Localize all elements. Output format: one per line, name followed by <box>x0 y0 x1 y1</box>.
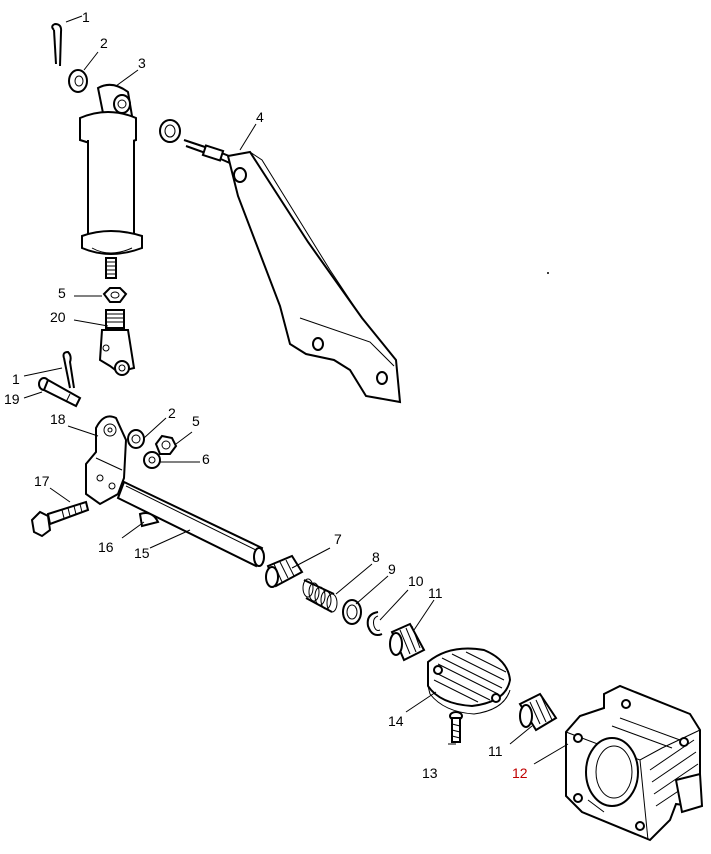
callout-label: 2 <box>168 405 176 421</box>
needle-bearing-upper <box>389 622 426 662</box>
leader-lines <box>23 15 569 765</box>
mounting-bracket <box>183 139 402 404</box>
clamp-bolt <box>30 500 90 538</box>
callout-label: 9 <box>388 561 396 577</box>
callout-label: 1 <box>82 9 90 25</box>
compression-spring <box>302 578 338 613</box>
callout-label: 19 <box>4 391 20 407</box>
callout-label: 7 <box>334 531 342 547</box>
needle-bearing-large <box>265 554 304 588</box>
cotter-pin-top <box>51 22 63 67</box>
callout-label: 10 <box>408 573 424 589</box>
washer-lower <box>127 429 145 449</box>
washer-top <box>68 69 88 93</box>
callout-labels: 1 2 3 4 5 20 1 19 18 2 5 6 17 16 15 7 8 … <box>4 9 528 781</box>
lever-arm <box>85 415 128 506</box>
hydraulic-cylinder <box>79 83 143 279</box>
washer-bracket <box>159 119 181 143</box>
callout-label: 14 <box>388 713 404 729</box>
callout-label: 11 <box>428 585 443 601</box>
cover-screw <box>449 711 463 743</box>
callout-label: 1 <box>12 371 20 387</box>
callout-label: 20 <box>50 309 66 325</box>
callout-label: 18 <box>50 411 66 427</box>
thrust-washer <box>342 599 362 625</box>
gear-housing <box>565 684 704 842</box>
callout-label: 6 <box>202 451 210 467</box>
callout-label: 2 <box>100 35 108 51</box>
callout-label-highlighted: 12 <box>512 765 528 781</box>
needle-bearing-lower <box>518 692 558 732</box>
callout-label: 16 <box>98 539 114 555</box>
nut-top <box>102 287 128 303</box>
callout-label: 5 <box>192 413 200 429</box>
snap-ring <box>366 611 383 636</box>
callout-label: 3 <box>138 55 146 71</box>
callout-label: 17 <box>34 473 50 489</box>
stray-dot <box>547 272 549 274</box>
callout-label: 4 <box>256 109 264 125</box>
rod-clevis <box>98 309 136 376</box>
clevis-pin <box>38 377 82 408</box>
callout-label: 13 <box>422 765 438 781</box>
main-shaft <box>116 480 265 568</box>
callout-label: 15 <box>134 545 150 561</box>
cotter-pin-lower <box>62 350 75 389</box>
cover-plate <box>427 647 512 715</box>
callout-label: 11 <box>488 743 503 759</box>
washer-small <box>143 451 161 469</box>
callout-label: 8 <box>372 549 380 565</box>
nut-lower <box>154 434 178 455</box>
callout-label: 5 <box>58 285 66 301</box>
